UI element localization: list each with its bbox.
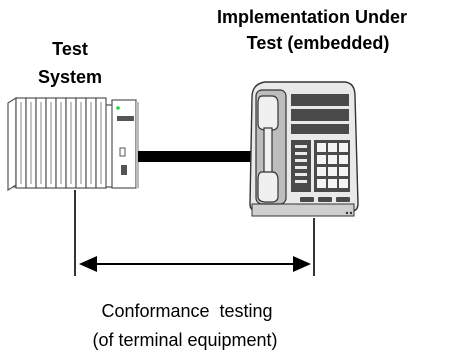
test-system-label-line2: System: [38, 67, 102, 87]
caption-line2: (of terminal equipment): [92, 330, 277, 350]
test-system-label-line1: Test: [52, 39, 88, 59]
telephone-icon: [249, 81, 359, 217]
test-system-rack-icon: [7, 96, 139, 192]
connection-cable: [138, 151, 256, 162]
iut-label-line1: Implementation Under: [217, 7, 407, 27]
caption-line1: Conformance testing: [101, 301, 272, 321]
conformance-span-arrow: [79, 256, 311, 272]
iut-label-line2: Test (embedded): [247, 33, 390, 53]
